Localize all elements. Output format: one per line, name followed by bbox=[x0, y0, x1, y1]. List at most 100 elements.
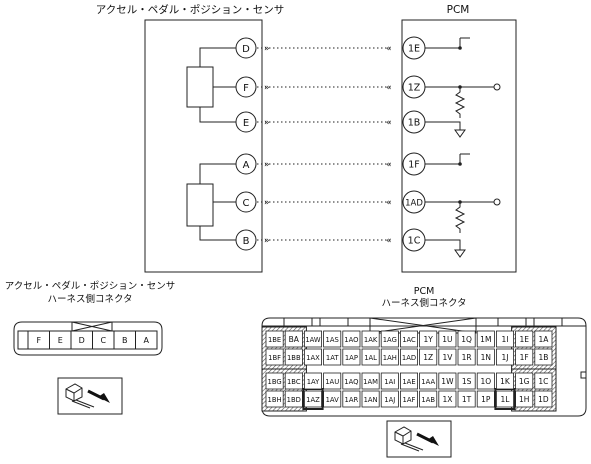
svg-text:1M: 1M bbox=[480, 335, 491, 344]
pcm-connector-pin: 1AX bbox=[303, 348, 322, 366]
pcm-connector-pin: 1A bbox=[534, 330, 553, 348]
sensor-pin-label: B bbox=[243, 236, 250, 247]
sensor-pin-label: F bbox=[243, 83, 249, 94]
svg-text:1T: 1T bbox=[462, 395, 472, 404]
svg-text:»: » bbox=[264, 198, 270, 208]
svg-text:1BE: 1BE bbox=[268, 336, 281, 344]
svg-text:1BB: 1BB bbox=[287, 354, 301, 362]
pcm-connector-pin: 1AI bbox=[380, 372, 399, 390]
sensor-pin-circle bbox=[235, 153, 257, 175]
pcm-connector-pin: 1C bbox=[534, 372, 553, 390]
svg-text:1AR: 1AR bbox=[345, 396, 359, 404]
sensor-pin-circle bbox=[235, 229, 257, 251]
pcm-connector-pin: 1AT bbox=[323, 348, 342, 366]
svg-text:1AV: 1AV bbox=[326, 396, 340, 404]
pcm-connector-pin: 1AN bbox=[361, 390, 380, 408]
svg-text:1AG: 1AG bbox=[383, 336, 397, 344]
svg-text:1AD: 1AD bbox=[402, 354, 416, 362]
sensor-box bbox=[144, 19, 263, 273]
pcm-internal-wiring bbox=[425, 37, 494, 258]
pcm-pin-label: 1E bbox=[408, 44, 420, 55]
svg-text:»: » bbox=[264, 118, 270, 128]
sensor-pin-circle bbox=[235, 111, 257, 133]
sensor-pin-circle bbox=[235, 76, 257, 98]
svg-text:«: « bbox=[386, 83, 392, 93]
sensor-connector-pin: E bbox=[49, 331, 63, 349]
pcm-connector-pin: 1E bbox=[515, 330, 534, 348]
pcm-connector-pin: 1I bbox=[495, 330, 514, 348]
svg-text:E: E bbox=[58, 336, 63, 345]
pcm-connector-pin: 1S bbox=[457, 372, 476, 390]
svg-text:1F: 1F bbox=[520, 353, 529, 362]
svg-text:1AI: 1AI bbox=[384, 378, 395, 386]
pcm-connector-pin: BA bbox=[284, 330, 303, 348]
junction-dots bbox=[458, 46, 462, 204]
pcm-connector-pin: 1AP bbox=[342, 348, 361, 366]
pcm-connector-pin: 1W bbox=[438, 372, 457, 390]
svg-text:1G: 1G bbox=[519, 377, 530, 386]
pcm-connector-pin: 1X bbox=[438, 390, 457, 408]
pcm-connector-pin: 1AM bbox=[361, 372, 380, 390]
pcm-connector-pin: 1AK bbox=[361, 330, 380, 348]
pcm-connector-pin: 1T bbox=[457, 390, 476, 408]
pcm-connector-pin: 1AY bbox=[303, 372, 322, 390]
svg-text:1AT: 1AT bbox=[326, 354, 339, 362]
pcm-pin-label: 1C bbox=[408, 236, 421, 247]
svg-text:1AN: 1AN bbox=[364, 396, 378, 404]
svg-text:1AQ: 1AQ bbox=[344, 378, 358, 386]
pcm-connector-pin: 1L bbox=[495, 390, 514, 408]
svg-text:1L: 1L bbox=[501, 395, 511, 404]
wire-1: » « D 1E bbox=[235, 36, 426, 60]
pcm-connector-pin: 1H bbox=[515, 390, 534, 408]
sensor-title: アクセル・ペダル・ポジション・センサ bbox=[96, 3, 284, 16]
svg-text:1O: 1O bbox=[480, 377, 491, 386]
svg-text:1AH: 1AH bbox=[383, 354, 397, 362]
svg-text:1J: 1J bbox=[502, 353, 509, 362]
svg-text:BA: BA bbox=[289, 335, 300, 344]
pcm-connector-pin: 1AD bbox=[399, 348, 418, 366]
sensor-pin-label: A bbox=[243, 160, 250, 171]
pcm-connector-pin: 1AE bbox=[399, 372, 418, 390]
pcm-connector-pin: 1AC bbox=[399, 330, 418, 348]
pcm-connector-pin: 1AR bbox=[342, 390, 361, 408]
pcm-pin-circle bbox=[402, 75, 426, 99]
pcm-connector-pin: 1V bbox=[438, 348, 457, 366]
svg-text:1AE: 1AE bbox=[402, 378, 415, 386]
pcm-pin-label: 1B bbox=[408, 118, 421, 129]
pcm-connector-pin: 1AW bbox=[303, 330, 322, 348]
sensor-connector-view-icon bbox=[57, 377, 123, 415]
pcm-pin-circle bbox=[402, 110, 426, 134]
terminal-circles bbox=[493, 83, 501, 206]
sensor-pin-label: D bbox=[242, 44, 250, 55]
sensor-pin-circle bbox=[235, 37, 257, 59]
pcm-connector-pin: 1AV bbox=[323, 390, 342, 408]
pcm-connector-pin: 1BC bbox=[284, 372, 303, 390]
svg-text:1D: 1D bbox=[538, 395, 549, 404]
pcm-connector-pin: 1Q bbox=[457, 330, 476, 348]
svg-text:»: » bbox=[264, 83, 270, 93]
pcm-connector-pin: 1F bbox=[515, 348, 534, 366]
pcm-connector-pin: 1Y bbox=[419, 330, 438, 348]
sensor-pin-circle bbox=[235, 191, 257, 213]
svg-text:1AC: 1AC bbox=[402, 336, 416, 344]
svg-text:»: » bbox=[264, 44, 270, 54]
svg-text:1AB: 1AB bbox=[421, 396, 435, 404]
svg-text:1AS: 1AS bbox=[326, 336, 339, 344]
pcm-connector-title-2: ハーネス側コネクタ bbox=[381, 297, 466, 309]
svg-text:1AP: 1AP bbox=[345, 354, 358, 362]
svg-text:1BD: 1BD bbox=[287, 396, 301, 404]
svg-text:1S: 1S bbox=[462, 377, 472, 386]
svg-text:1BF: 1BF bbox=[268, 354, 281, 362]
sensor-connector-title-2: ハーネス側コネクタ bbox=[47, 293, 132, 305]
svg-text:1R: 1R bbox=[462, 353, 472, 362]
sensor-connector-pin: C bbox=[92, 331, 106, 349]
svg-text:1AF: 1AF bbox=[403, 396, 416, 404]
pcm-pin-circle bbox=[402, 228, 426, 252]
svg-text:1AY: 1AY bbox=[307, 378, 320, 386]
sensor-connector-title-1: アクセル・ペダル・ポジション・センサ bbox=[5, 280, 176, 292]
svg-text:«: « bbox=[386, 44, 392, 54]
